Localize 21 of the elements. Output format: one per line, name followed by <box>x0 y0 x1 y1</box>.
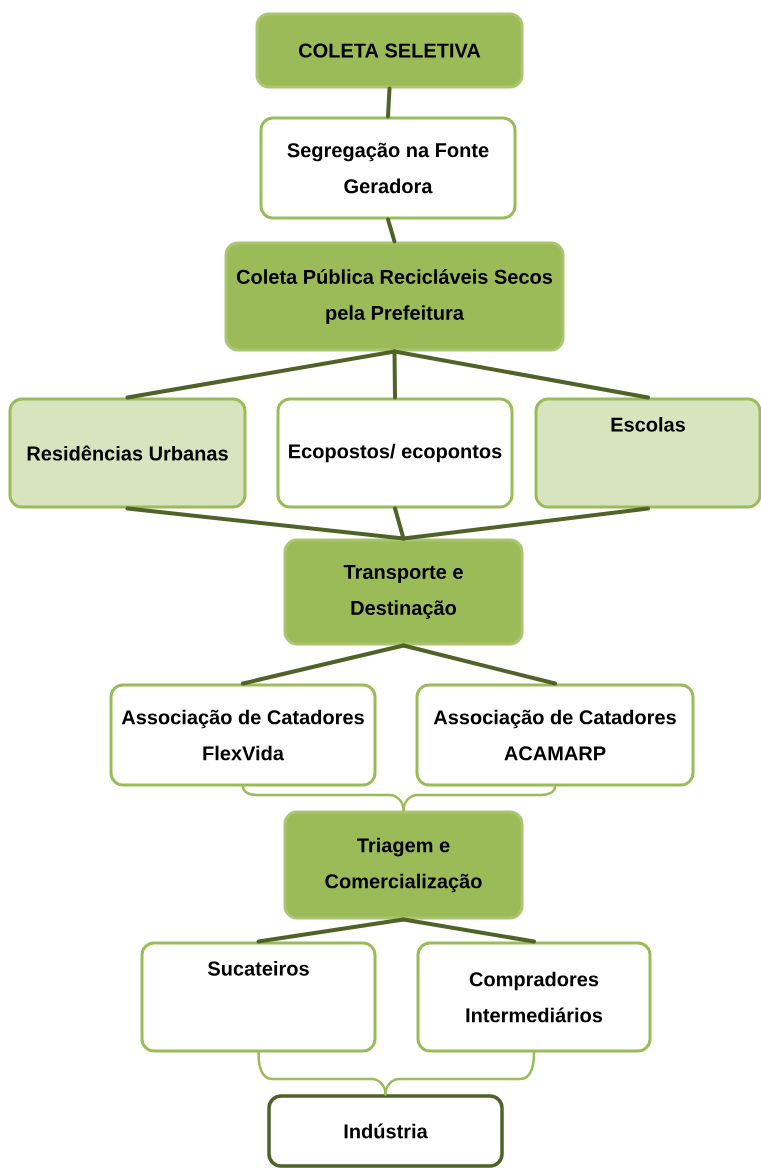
result-box: Indústria <box>267 1094 504 1168</box>
connector-line <box>241 643 406 686</box>
process-box: Sucateiros <box>140 941 377 1053</box>
connector-line <box>386 217 397 244</box>
connector-line <box>401 643 557 686</box>
process-box: Associação de Catadores FlexVida <box>109 683 377 787</box>
process-box: COLETA SELETIVA <box>255 12 524 89</box>
source-box: Residências Urbanas <box>8 397 247 509</box>
connector-line <box>386 86 392 119</box>
process-box: Ecopostos/ ecopontos <box>276 397 514 509</box>
process-box: Associação de Catadores ACAMARP <box>415 683 695 787</box>
process-box: Segregação na Fonte Geradora <box>259 116 517 220</box>
bracket-connector <box>384 1051 536 1096</box>
process-box: Coleta Pública Recicláveis Secos pela Prefeitura <box>224 241 565 352</box>
connector-line <box>256 917 406 944</box>
process-box: Transporte e Destinação <box>283 538 524 646</box>
bracket-connector <box>402 785 557 812</box>
process-box: Compradores Intermediários <box>416 941 652 1053</box>
process-box: Triagem e Comercialização <box>283 810 524 920</box>
source-box: Escolas <box>534 397 761 509</box>
connector-line <box>393 506 406 541</box>
